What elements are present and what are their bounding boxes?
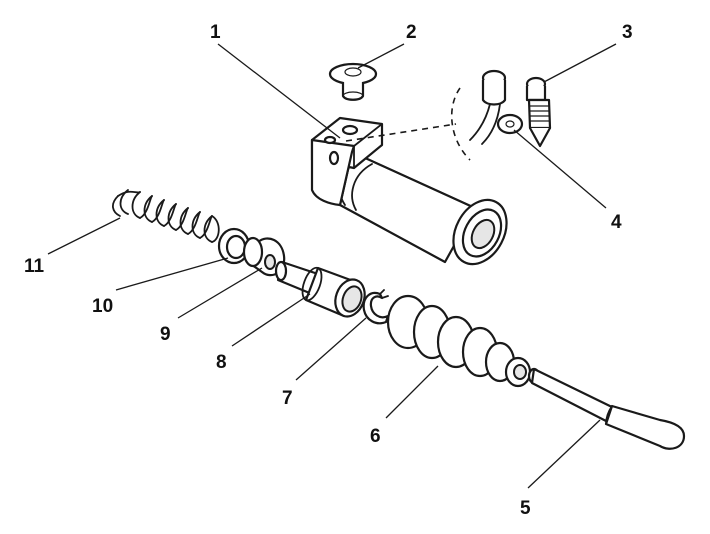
part-4-banjo-union bbox=[450, 69, 524, 161]
callout-2: 2 bbox=[406, 22, 417, 43]
leader-lines bbox=[47, 43, 617, 489]
part-1-cylinder-body bbox=[310, 116, 508, 266]
part-5-push-rod bbox=[527, 367, 686, 450]
leader-3 bbox=[543, 43, 617, 83]
leader-8 bbox=[231, 293, 311, 347]
leader-6 bbox=[385, 365, 439, 419]
leader-2 bbox=[357, 43, 405, 69]
callout-9: 9 bbox=[160, 324, 171, 345]
part-6-rubber-boot bbox=[386, 294, 532, 388]
part-9-cup-seal bbox=[242, 236, 286, 277]
leader-1 bbox=[217, 43, 341, 139]
leader-7 bbox=[295, 317, 367, 381]
callout-10: 10 bbox=[92, 296, 113, 317]
assembly-dashed-line bbox=[345, 123, 457, 142]
callout-7: 7 bbox=[282, 388, 293, 409]
callout-5: 5 bbox=[520, 498, 531, 519]
leader-11 bbox=[47, 217, 121, 255]
leader-4 bbox=[513, 129, 607, 209]
part-8-piston bbox=[274, 260, 366, 318]
callout-4: 4 bbox=[611, 212, 622, 233]
callout-3: 3 bbox=[622, 22, 633, 43]
callout-8: 8 bbox=[216, 352, 227, 373]
part-3-bleed-screw bbox=[525, 76, 552, 148]
leader-9 bbox=[177, 267, 263, 319]
callout-6: 6 bbox=[370, 426, 381, 447]
leader-5 bbox=[527, 419, 601, 489]
leader-10 bbox=[115, 257, 229, 291]
part-7-circlip bbox=[362, 289, 390, 325]
callout-1: 1 bbox=[210, 22, 221, 43]
callout-labels: 1 2 3 4 5 6 7 8 9 10 11 bbox=[24, 22, 633, 519]
part-11-spring bbox=[112, 189, 220, 243]
part-2-cap bbox=[328, 62, 378, 101]
callout-11: 11 bbox=[24, 256, 45, 277]
